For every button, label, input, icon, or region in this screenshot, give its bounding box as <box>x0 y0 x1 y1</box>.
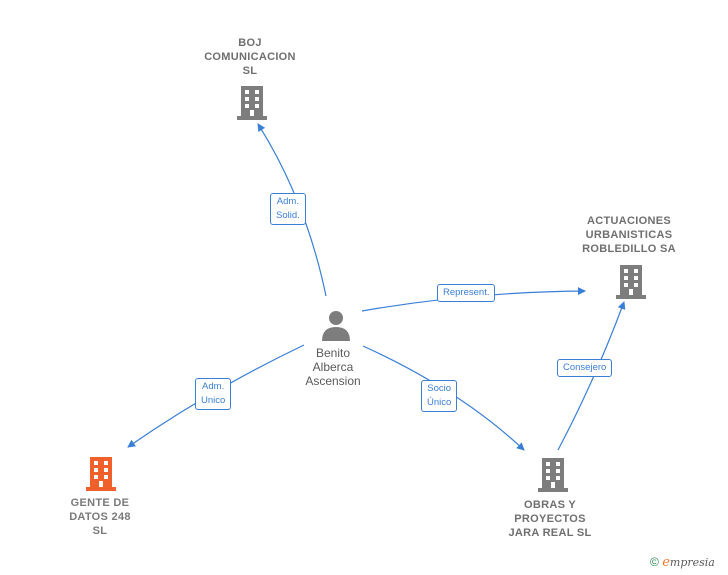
node-label-line: COMUNICACION <box>204 51 296 63</box>
node-label-actuaciones[interactable]: ACTUACIONES URBANISTICAS ROBLEDILLO SA <box>564 214 694 256</box>
node-label-line: PROYECTOS <box>514 513 586 525</box>
edge-label-socio-unico[interactable]: Socio Único <box>421 380 458 412</box>
node-label-line: DATOS 248 <box>69 511 131 523</box>
edge-label-line: Represent. <box>443 287 490 298</box>
edge-label-adm-solid[interactable]: Adm. Solid. <box>270 193 306 225</box>
building-icon[interactable] <box>538 458 568 492</box>
edge-label-line: Socio <box>427 383 452 394</box>
edge-label-line: Único <box>427 397 452 408</box>
edge-label-adm-unico[interactable]: Adm. Unico <box>195 378 232 410</box>
node-label-line: GENTE DE <box>70 497 130 509</box>
node-label-gente[interactable]: GENTE DE DATOS 248 SL <box>48 496 152 538</box>
edge-label-line: Adm. <box>276 196 299 207</box>
edge-label-line: Unico <box>201 395 226 406</box>
node-label-line: ACTUACIONES <box>587 215 671 227</box>
node-label-line: OBRAS Y <box>523 499 577 511</box>
node-label-person[interactable]: Benito Alberca Ascension <box>283 346 383 388</box>
building-icon[interactable] <box>86 457 116 491</box>
node-label-line: SL <box>242 65 258 77</box>
person-icon[interactable] <box>320 309 352 341</box>
edge-label-line: Consejero <box>563 362 607 373</box>
copyright-icon: © <box>650 555 659 569</box>
node-label-line: Alberca <box>312 360 354 374</box>
node-label-line: BOJ <box>238 37 262 49</box>
edge-obras-to-actuaciones <box>557 301 626 451</box>
edge-label-line: Adm. <box>202 381 225 392</box>
node-label-boj[interactable]: BOJ COMUNICACION SL <box>190 36 310 78</box>
node-label-line: JARA REAL SL <box>508 527 592 539</box>
brand-logo-text: mpresia <box>669 556 715 569</box>
node-label-line: Benito <box>315 346 351 360</box>
node-label-line: ROBLEDILLO SA <box>582 243 676 255</box>
node-label-line: Ascension <box>305 374 361 388</box>
edge-label-consejero[interactable]: Consejero <box>557 359 613 377</box>
footer-brand: © empresia <box>650 555 715 570</box>
node-label-obras[interactable]: OBRAS Y PROYECTOS JARA REAL SL <box>490 498 610 540</box>
building-icon[interactable] <box>616 265 646 299</box>
node-label-line: URBANISTICAS <box>585 229 673 241</box>
brand-logo-e: e <box>662 555 670 570</box>
building-icon[interactable] <box>237 86 267 120</box>
node-label-line: SL <box>92 525 108 537</box>
edge-label-line: Solid. <box>276 210 300 221</box>
edge-label-represent[interactable]: Represent. <box>437 284 496 302</box>
